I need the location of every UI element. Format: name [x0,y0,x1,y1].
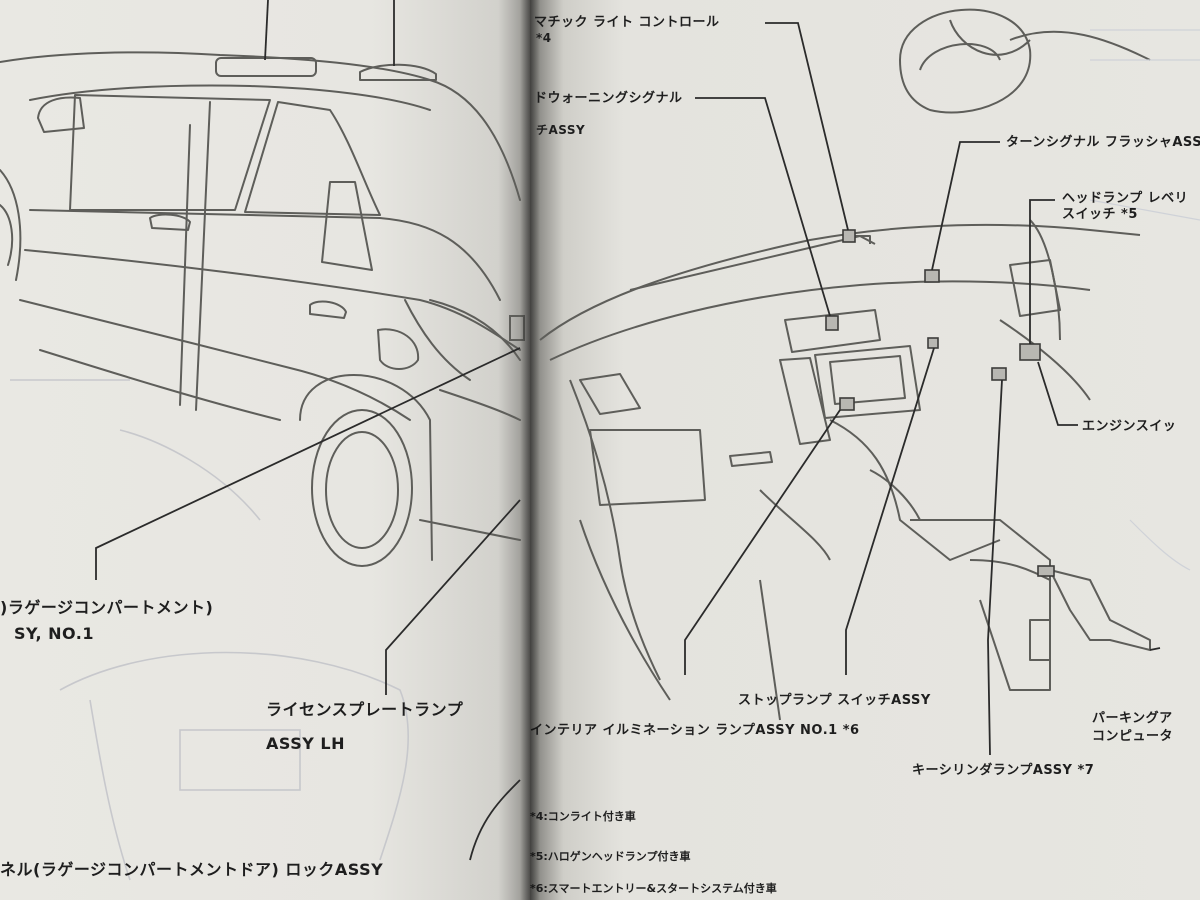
label-auto-light-control-sub: *4 [536,31,552,45]
right-page: マチック ライト コントロール *4 ドウォーニングシグナル チASSY ターン… [530,0,1200,900]
label-luggage-compartment-sub: SY, NO.1 [14,624,94,643]
label-warning-signal-sub: チASSY [536,123,586,137]
label-luggage-compartment: )ラゲージコンパートメント) [0,598,214,617]
label-license-plate-lamp: ライセンスプレートランプ [266,700,464,719]
label-luggage-door-lock: ネル(ラゲージコンパートメントドア) ロックASSY [0,860,384,879]
label-headlamp-leveling-sub: スイッチ *5 [1062,207,1138,222]
label-key-cylinder-lamp: キーシリンダランプASSY *7 [912,763,1095,778]
footnote-3: *6:スマートエントリー&スタートシステム付き車 [530,882,777,895]
label-interior-illumination: インテリア イルミネーション ランプASSY NO.1 *6 [530,723,860,738]
footnote-1: *4:コンライト付き車 [530,810,636,823]
car-rear-illustration [0,0,525,881]
label-headlamp-leveling: ヘッドランプ レベリ [1062,191,1189,206]
label-parking-assist-2: コンピュータ [1092,729,1174,744]
label-turn-signal-flasher: ターンシグナル フラッシャASS [1006,135,1200,150]
label-warning-signal: ドウォーニングシグナル [534,91,683,106]
left-page: )ラゲージコンパートメント) SY, NO.1 ライセンスプレートランプ ASS… [0,0,530,900]
label-auto-light-control: マチック ライト コントロール [534,15,720,30]
book-gutter [520,0,540,900]
footnote-2: *5:ハロゲンヘッドランプ付き車 [530,850,691,863]
label-stop-lamp-switch: ストップランプ スイッチASSY [738,693,931,708]
label-engine-switch: エンジンスイッ [1082,419,1177,434]
dashboard-illustration [539,8,1200,756]
label-license-plate-lamp-sub: ASSY LH [266,734,345,753]
label-parking-assist-1: パーキングア [1092,711,1173,726]
